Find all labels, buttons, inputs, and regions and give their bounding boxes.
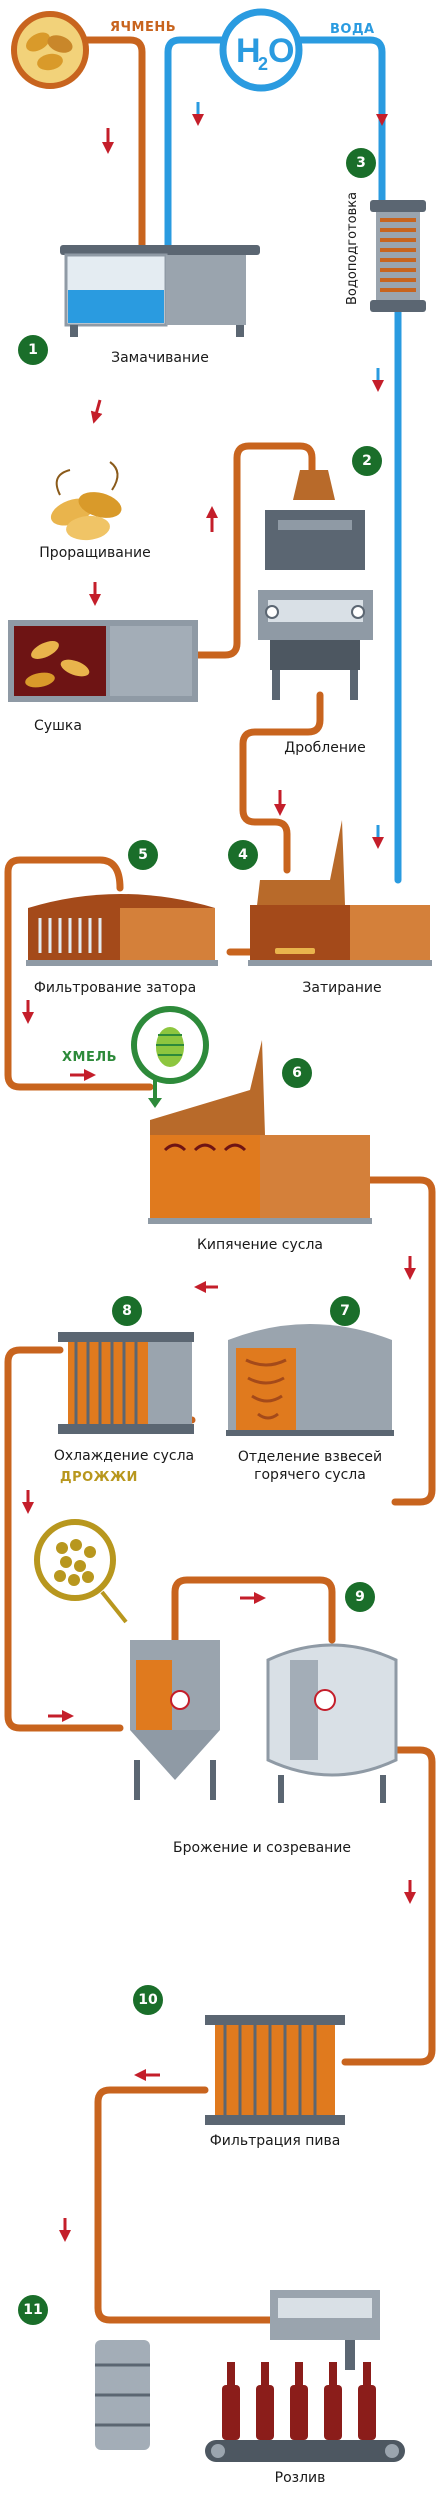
h2o-o: O [268, 32, 294, 70]
water-label: ВОДА [330, 22, 375, 37]
step-boiling: Кипячение сусла [196, 1237, 324, 1253]
step-number-11: 11 [18, 2295, 48, 2325]
hops-icon [131, 1006, 209, 1108]
step-number-4: 4 [228, 840, 258, 870]
step-number-2: 2 [352, 446, 382, 476]
step-number-10: 10 [133, 1985, 163, 2015]
drying-kiln-icon [8, 620, 198, 702]
step-cooling: Охлаждение сусла [53, 1448, 195, 1464]
step-number-3: 3 [346, 148, 376, 178]
yeast-label: ДРОЖЖИ [60, 1470, 138, 1485]
barley-label: ЯЧМЕНЬ [110, 20, 177, 35]
step-steeping: Замачивание [111, 350, 209, 366]
flow-arrows [22, 128, 416, 2242]
beer-filter-icon [205, 2015, 345, 2125]
whirlpool-icon [226, 1324, 394, 1436]
step-number-6: 6 [282, 1058, 312, 1088]
water-symbol: H 2 O [219, 8, 303, 92]
h2o-h: H [236, 32, 261, 70]
germination-icon [50, 461, 122, 541]
water-treatment-icon [370, 200, 426, 312]
step-bottling: Розлив [274, 2470, 326, 2486]
step-number-5: 5 [128, 840, 158, 870]
step-water-treatment: Водоподготовка [345, 191, 360, 305]
fermenter-icon [130, 1640, 220, 1800]
maturation-tank-icon [266, 1643, 398, 1803]
mash-tun-icon [248, 820, 432, 966]
yeast-icon [34, 1519, 128, 1624]
step-milling: Дробление [284, 740, 366, 756]
step-mashing: Затирание [302, 980, 382, 996]
hops-label: ХМЕЛЬ [62, 1050, 118, 1065]
step-whirlpool: Отделение взвесей горячего сусла [237, 1449, 383, 1483]
lauter-tun-icon [26, 894, 218, 966]
step-number-1: 1 [18, 335, 48, 365]
steeping-tank-icon [60, 245, 260, 337]
step-drying: Сушка [34, 718, 82, 734]
step-number-9: 9 [345, 1582, 375, 1612]
step-filtration: Фильтрация пива [209, 2133, 341, 2149]
step-lautering: Фильтрование затора [33, 980, 197, 996]
process-pipes [4, 36, 436, 2324]
step-fermentation: Брожение и созревание [172, 1840, 352, 1856]
step-number-8: 8 [112, 1296, 142, 1326]
wort-cooler-icon [58, 1332, 194, 1434]
water-arrows [192, 102, 388, 849]
h2o-sub: 2 [258, 54, 268, 74]
step-number-7: 7 [330, 1296, 360, 1326]
barley-icon [11, 11, 89, 89]
water-pipes [164, 36, 402, 884]
mill-icon [258, 470, 373, 700]
step-germination: Проращивание [39, 545, 151, 561]
bottling-line-icon [95, 2290, 405, 2462]
brew-kettle-icon [148, 1040, 372, 1224]
